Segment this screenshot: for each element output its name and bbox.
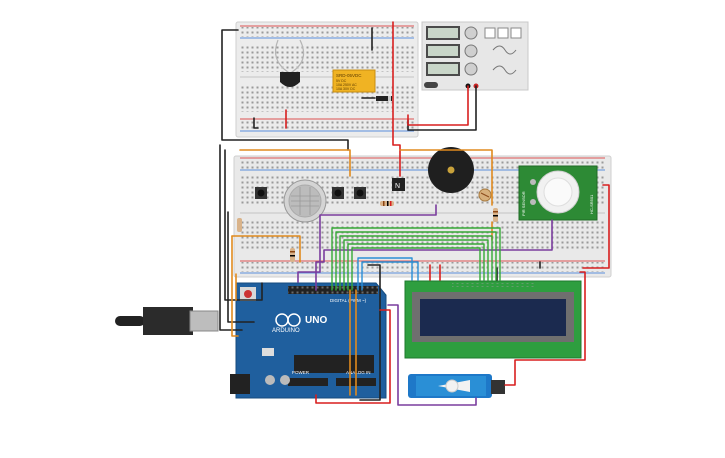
push-button-1 <box>255 187 267 199</box>
pir-sensor: PIR SENSOR HC-SR501 <box>518 165 598 221</box>
wires <box>219 21 610 406</box>
arduino-model: UNO <box>305 315 327 326</box>
pir-left-label: PIR SENSOR <box>521 191 526 216</box>
piezo-buzzer <box>428 147 474 193</box>
push-button-3 <box>354 187 366 199</box>
resistor-3 <box>493 208 498 222</box>
photoresistor <box>478 188 492 202</box>
arduino-analog-label: ANALOG IN <box>346 370 371 375</box>
gas-sensor <box>283 179 327 223</box>
transistor: N <box>392 178 405 191</box>
top-breadboard <box>235 21 419 138</box>
arduino-brand: ARDUINO <box>272 328 300 334</box>
relay-line-2: 10A 250V AC <box>336 83 357 87</box>
thermistor <box>275 39 305 87</box>
arduino-power-label: POWER <box>292 370 310 375</box>
relay-line-3: 10A 30V DC <box>336 87 356 91</box>
pir-right-label: HC-SR501 <box>589 194 594 214</box>
resistor-2 <box>290 248 295 262</box>
diode <box>376 96 392 101</box>
signal-module <box>421 21 529 91</box>
relay-part: SRD-05VDC <box>336 73 362 78</box>
usb-cable <box>115 307 219 335</box>
relay: SRD-05VDC 5V DC 10A 250V AC 10A 30V DC <box>332 69 376 93</box>
resistor-4 <box>237 218 242 232</box>
lcd-display <box>404 280 582 359</box>
arduino-digital-label: DIGITAL (PWM ~) <box>330 298 367 303</box>
servo-motor <box>408 374 505 398</box>
resistor-1 <box>380 201 394 206</box>
transistor-label: N <box>395 183 400 190</box>
relay-line-1: 5V DC <box>336 79 347 83</box>
push-button-2 <box>332 187 344 199</box>
